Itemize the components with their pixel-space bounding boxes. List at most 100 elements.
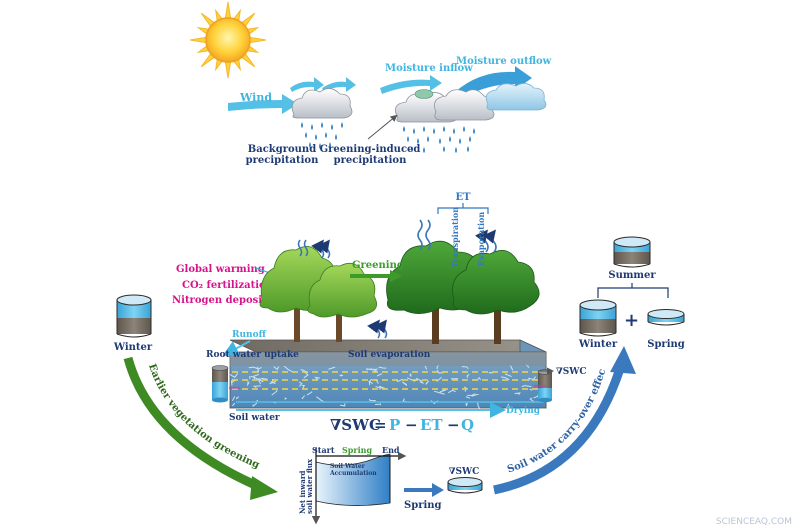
- soil-crack: [298, 381, 303, 387]
- soil-crack: [253, 373, 260, 380]
- background-precipitation-label-2: precipitation: [246, 155, 319, 166]
- wind-label: Wind: [239, 91, 272, 104]
- sun-ray: [249, 36, 267, 44]
- soil-crack: [376, 373, 383, 377]
- rain-drop: [427, 136, 429, 142]
- soil-crack: [229, 373, 239, 378]
- soil-crack: [409, 373, 412, 378]
- soil-water-label: Soil water: [229, 413, 280, 423]
- soil-crack: [379, 385, 386, 389]
- et-label: ET: [455, 192, 471, 203]
- equation-lhs: ∇SWC: [330, 416, 381, 434]
- spring-arrow-icon: [404, 483, 444, 497]
- soil-crack: [419, 381, 424, 384]
- soil-crack: [465, 402, 468, 407]
- soil-crack: [504, 373, 512, 378]
- soil-crack: [258, 378, 262, 385]
- soil-crack: [252, 402, 258, 408]
- rain-drop: [311, 124, 313, 130]
- rain-drop: [423, 126, 425, 132]
- equation-minus-1: −: [405, 416, 418, 434]
- rain-drop: [469, 136, 471, 142]
- soil-crack: [283, 365, 293, 373]
- soil-crack: [506, 403, 511, 409]
- rain-drop: [407, 136, 409, 142]
- greening-arrow-icon: [350, 270, 402, 282]
- rain-drop: [467, 146, 469, 152]
- soil-crack: [509, 364, 514, 371]
- soil-crack: [303, 371, 309, 379]
- rain-drop: [325, 132, 327, 138]
- soil-crack: [463, 386, 467, 392]
- water-balance-equation: ∇SWC = P − ET − Q: [330, 416, 474, 434]
- soil-crack: [250, 375, 261, 381]
- equation-q: Q: [461, 416, 474, 434]
- soil-crack: [368, 381, 371, 386]
- soil-crack: [259, 377, 268, 381]
- season-bracket: [597, 283, 669, 298]
- rain-drop: [455, 147, 457, 153]
- flux-ylabel-2: soil water flux: [305, 458, 314, 514]
- flux-ylabel-1: Net inward: [298, 470, 307, 514]
- summer-label: Summer: [608, 270, 656, 281]
- soil-crack: [447, 389, 456, 394]
- runoff-label: Runoff: [232, 330, 267, 340]
- equation-eq: =: [374, 416, 387, 434]
- background-rain-drops: [301, 122, 343, 149]
- soil-crack: [257, 366, 262, 371]
- left-soil-cylinder-icon: [211, 365, 240, 403]
- equation-et: ET: [420, 416, 443, 434]
- summer-cylinder-icon: [613, 236, 651, 268]
- root-water-uptake-label: Root water uptake: [206, 350, 299, 360]
- rain-drop: [433, 128, 435, 134]
- soil-crack: [235, 396, 240, 400]
- rain-drop: [443, 126, 445, 132]
- soil-evaporation-label: Soil evaporation: [348, 350, 431, 360]
- soil-crack: [369, 368, 378, 370]
- rain-drop: [453, 128, 455, 134]
- winter-label-right: Winter: [578, 339, 618, 350]
- sun-ray: [224, 61, 232, 79]
- soil-crack: [374, 403, 381, 406]
- soil-crack: [471, 393, 479, 397]
- spring-swc-label: ∇SWC: [449, 467, 480, 477]
- rain-drop: [329, 142, 331, 148]
- rain-drop: [319, 143, 321, 149]
- soil-crack: [529, 388, 533, 391]
- rain-drop: [417, 138, 419, 144]
- winter-cylinder-icon-right: [579, 299, 617, 337]
- rain-drop: [411, 146, 413, 152]
- rain-drop: [413, 128, 415, 134]
- soil-crack: [433, 390, 445, 395]
- flux-end-label: End: [382, 445, 400, 455]
- soil-crack: [314, 376, 320, 381]
- soil-crack: [501, 376, 510, 381]
- soil-crack: [461, 366, 469, 369]
- carry-over-arrow-icon: [493, 346, 636, 495]
- rain-drop: [463, 126, 465, 132]
- background-precipitation-label-1: Background: [248, 144, 316, 155]
- accumulation-label-1: Soil Water: [330, 463, 366, 470]
- winter-label-left: Winter: [113, 342, 153, 353]
- spring-label: Spring: [647, 339, 685, 350]
- soil-water-flux-chart: [311, 448, 407, 525]
- soil-crack: [514, 392, 521, 395]
- winter-cylinder-icon-left: [116, 294, 152, 338]
- rain-drop: [449, 136, 451, 142]
- sun-ray: [224, 1, 232, 19]
- spring-swc-cylinder-icon: [447, 477, 483, 494]
- rain-drop: [443, 146, 445, 152]
- rain-drop: [301, 122, 303, 128]
- flux-spring-label: Spring: [342, 445, 372, 455]
- greening-label: Greening: [352, 260, 404, 271]
- rain-drop: [459, 138, 461, 144]
- tree-icons: [259, 240, 540, 344]
- soil-crack: [231, 396, 236, 402]
- soil-crack: [529, 397, 535, 403]
- co2-fertilization-label: CO₂ fertilization: [182, 280, 274, 291]
- soil-crack: [248, 366, 259, 370]
- rain-drop: [403, 126, 405, 132]
- soil-crack: [368, 398, 376, 402]
- greening-cloud-icon: [394, 89, 495, 123]
- spring-cylinder-icon: [647, 309, 685, 326]
